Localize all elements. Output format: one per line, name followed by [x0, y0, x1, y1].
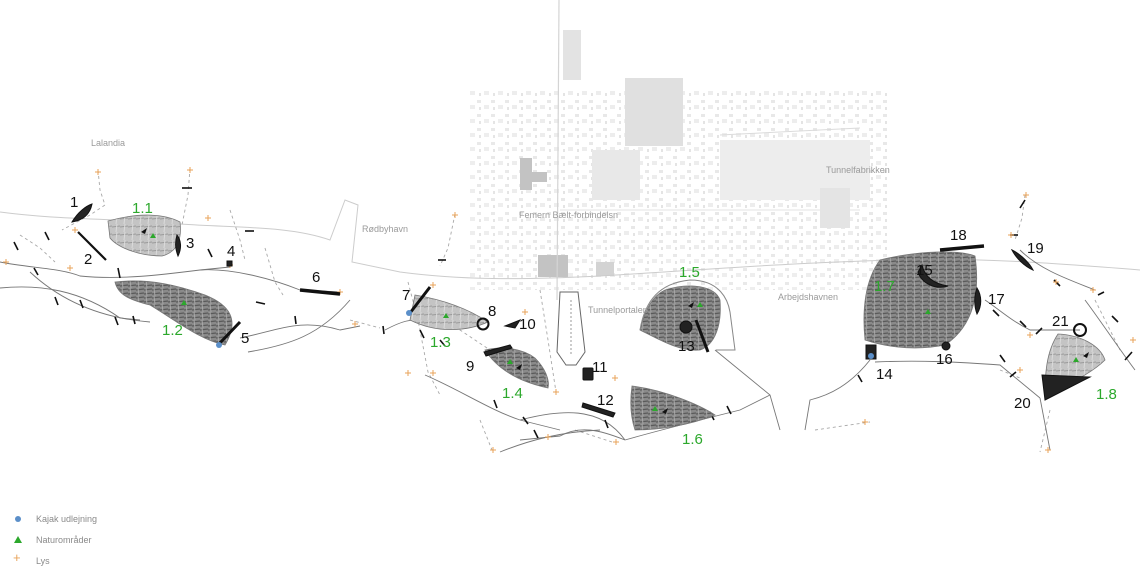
marker-label-1: 1 [70, 194, 78, 211]
area-label-1-1: 1.1 [132, 200, 153, 217]
area-label-1-4: 1.4 [502, 385, 523, 402]
portal-outline [639, 279, 736, 351]
area-label-1-8: 1.8 [1096, 386, 1117, 403]
area-label-1-5: 1.5 [679, 264, 700, 281]
place-femern: Femern Bælt-forbindelsn [519, 210, 618, 220]
legend: Kajak udlejning Naturområder + Lys [12, 508, 97, 571]
area-label-1-6: 1.6 [682, 431, 703, 448]
marker-label-19: 19 [1027, 240, 1044, 257]
marker-label-15: 15 [916, 262, 933, 279]
orange-plus-icon: + [13, 549, 21, 565]
blue-dot-icon [12, 512, 26, 526]
legend-label-kayak: Kajak udlejning [36, 513, 98, 524]
installations [71, 203, 1092, 418]
place-arbejdshavnen: Arbejdshavnen [778, 292, 838, 302]
green-triangle-icon [12, 533, 26, 547]
installation-4 [226, 260, 233, 267]
area-1-1-patch [107, 214, 181, 257]
light-markers [3, 167, 1136, 453]
marker-label-20: 20 [1014, 395, 1031, 412]
installation-5 [216, 320, 242, 347]
installation-3 [175, 233, 181, 258]
marker-label-21: 21 [1052, 313, 1069, 330]
legend-item-nature: Naturområder [12, 529, 97, 550]
area-1-6-patch [630, 385, 716, 431]
installation-15 [917, 263, 949, 288]
installation-2 [77, 231, 107, 261]
marker-label-3: 3 [186, 235, 194, 252]
legend-label-light: Lys [36, 555, 50, 566]
installation-16 [941, 341, 951, 351]
walking-paths [0, 249, 1136, 453]
place-tunnelfabrikken: Tunnelfabrikken [826, 165, 890, 175]
marker-label-10: 10 [519, 316, 536, 333]
installation-13-bar [694, 319, 710, 353]
area-label-1-7: 1.7 [874, 278, 895, 295]
marker-label-2: 2 [84, 251, 92, 268]
site-map: Lalandia Rødbyhavn Femern Bælt-forbindel… [0, 0, 1140, 453]
marker-label-6: 6 [312, 269, 320, 286]
installation-17 [974, 286, 982, 316]
marker-label-7: 7 [402, 287, 410, 304]
marker-label-9: 9 [466, 358, 474, 375]
marker-label-8: 8 [488, 303, 496, 320]
marker-label-4: 4 [227, 243, 235, 260]
place-rodbyhavn: Rødbyhavn [362, 224, 408, 234]
marker-label-18: 18 [950, 227, 967, 244]
place-lalandia: Lalandia [91, 138, 125, 148]
legend-label-nature: Naturområder [36, 534, 92, 545]
installation-9 [483, 344, 513, 357]
installation-1 [71, 203, 93, 223]
marker-label-14: 14 [876, 366, 893, 383]
installation-8 [476, 317, 490, 331]
marker-label-13: 13 [678, 338, 695, 355]
nature-markers [150, 233, 1079, 411]
legend-item-light: + Lys [12, 550, 97, 571]
installation-18 [939, 244, 985, 252]
installation-10 [503, 318, 522, 329]
installation-7 [408, 286, 432, 314]
marker-label-5: 5 [241, 330, 249, 347]
marker-label-11: 11 [592, 359, 608, 376]
installation-6 [299, 288, 341, 296]
marker-label-12: 12 [597, 392, 614, 409]
kayak-markers [216, 310, 874, 359]
legend-item-kayak: Kajak udlejning [12, 508, 97, 529]
marker-label-16: 16 [936, 351, 953, 368]
area-label-1-3: 1.3 [430, 334, 451, 351]
installation-20 [1041, 374, 1092, 401]
area-1-2-patch [114, 280, 233, 346]
installation-13 [679, 320, 693, 334]
patch-details [141, 228, 1089, 414]
path-ticks [13, 187, 1133, 439]
installation-19 [1010, 248, 1035, 272]
installation-21 [1073, 323, 1087, 337]
place-tunnelportalen: Tunnelportalen [588, 305, 648, 315]
urban-background [470, 0, 890, 301]
installation-11 [582, 367, 594, 381]
marker-label-17: 17 [988, 291, 1005, 308]
area-label-1-2: 1.2 [162, 322, 183, 339]
installation-12 [581, 402, 616, 418]
